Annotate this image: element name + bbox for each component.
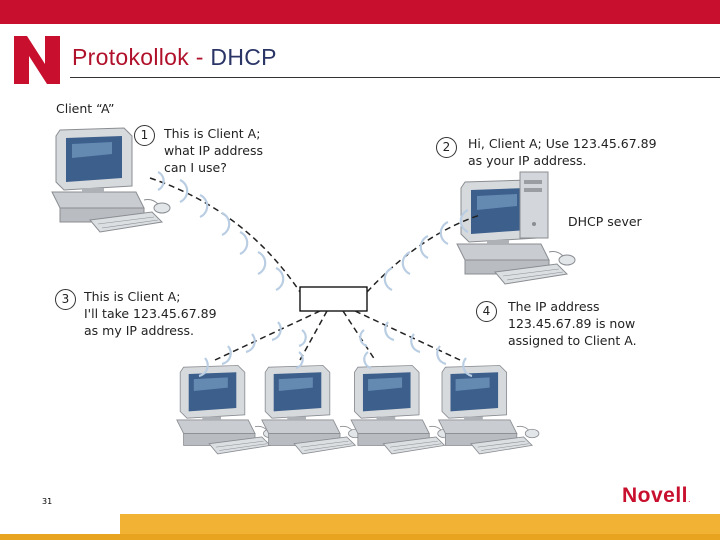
page-number: 31 [42, 497, 53, 506]
top-red-band [0, 0, 720, 24]
title-separator: - [189, 44, 211, 70]
client-computer-icon [261, 365, 363, 455]
step-4-line: 123.45.67.89 is now [508, 316, 636, 331]
step-3-line: This is Client A; [84, 289, 181, 304]
step-3-line: as my IP address. [84, 323, 194, 338]
server-tower-icon [519, 171, 549, 239]
step-1-line: what IP address [164, 143, 263, 158]
footer-stripe [0, 534, 720, 540]
step-4-line: assigned to Client A. [508, 333, 637, 348]
novell-n-logo-icon [14, 36, 60, 84]
step-2-badge: 2 [436, 137, 457, 158]
brand-name: Novell [622, 484, 689, 507]
step-1-badge: 1 [134, 125, 155, 146]
client-computer-icon [176, 365, 278, 455]
dhcp-server-label: DHCP sever [568, 214, 642, 229]
step-2-line: Hi, Client A; Use 123.45.67.89 [468, 136, 657, 151]
step-4-badge: 4 [476, 301, 497, 322]
title-main: Protokollok [72, 44, 190, 70]
step-1-line: can I use? [164, 160, 227, 175]
network-hub [299, 286, 368, 312]
step-1-text: This is Client A; what IP address can I … [164, 125, 263, 176]
brand-suffix: . [688, 494, 692, 504]
step-3-line: I'll take 123.45.67.89 [84, 306, 217, 321]
title-sub: DHCP [210, 44, 277, 70]
novell-logo: Novell. [622, 484, 691, 508]
step-3-text: This is Client A; I'll take 123.45.67.89… [84, 288, 217, 339]
step-3-badge: 3 [55, 289, 76, 310]
client-computer-icon [350, 365, 452, 455]
step-2-line: as your IP address. [468, 153, 587, 168]
page-title: Protokollok - DHCP [72, 44, 277, 71]
dhcp-server-computer-icon [456, 179, 576, 285]
client-computer-icon [438, 365, 540, 455]
radio-waves [157, 171, 473, 378]
step-2-text: Hi, Client A; Use 123.45.67.89 as your I… [468, 135, 657, 169]
step-4-line: The IP address [508, 299, 600, 314]
title-divider [70, 77, 720, 78]
client-a-computer-icon [51, 127, 171, 233]
step-4-text: The IP address 123.45.67.89 is now assig… [508, 298, 637, 349]
step-1-line: This is Client A; [164, 126, 261, 141]
client-a-label: Client “A” [56, 101, 115, 116]
